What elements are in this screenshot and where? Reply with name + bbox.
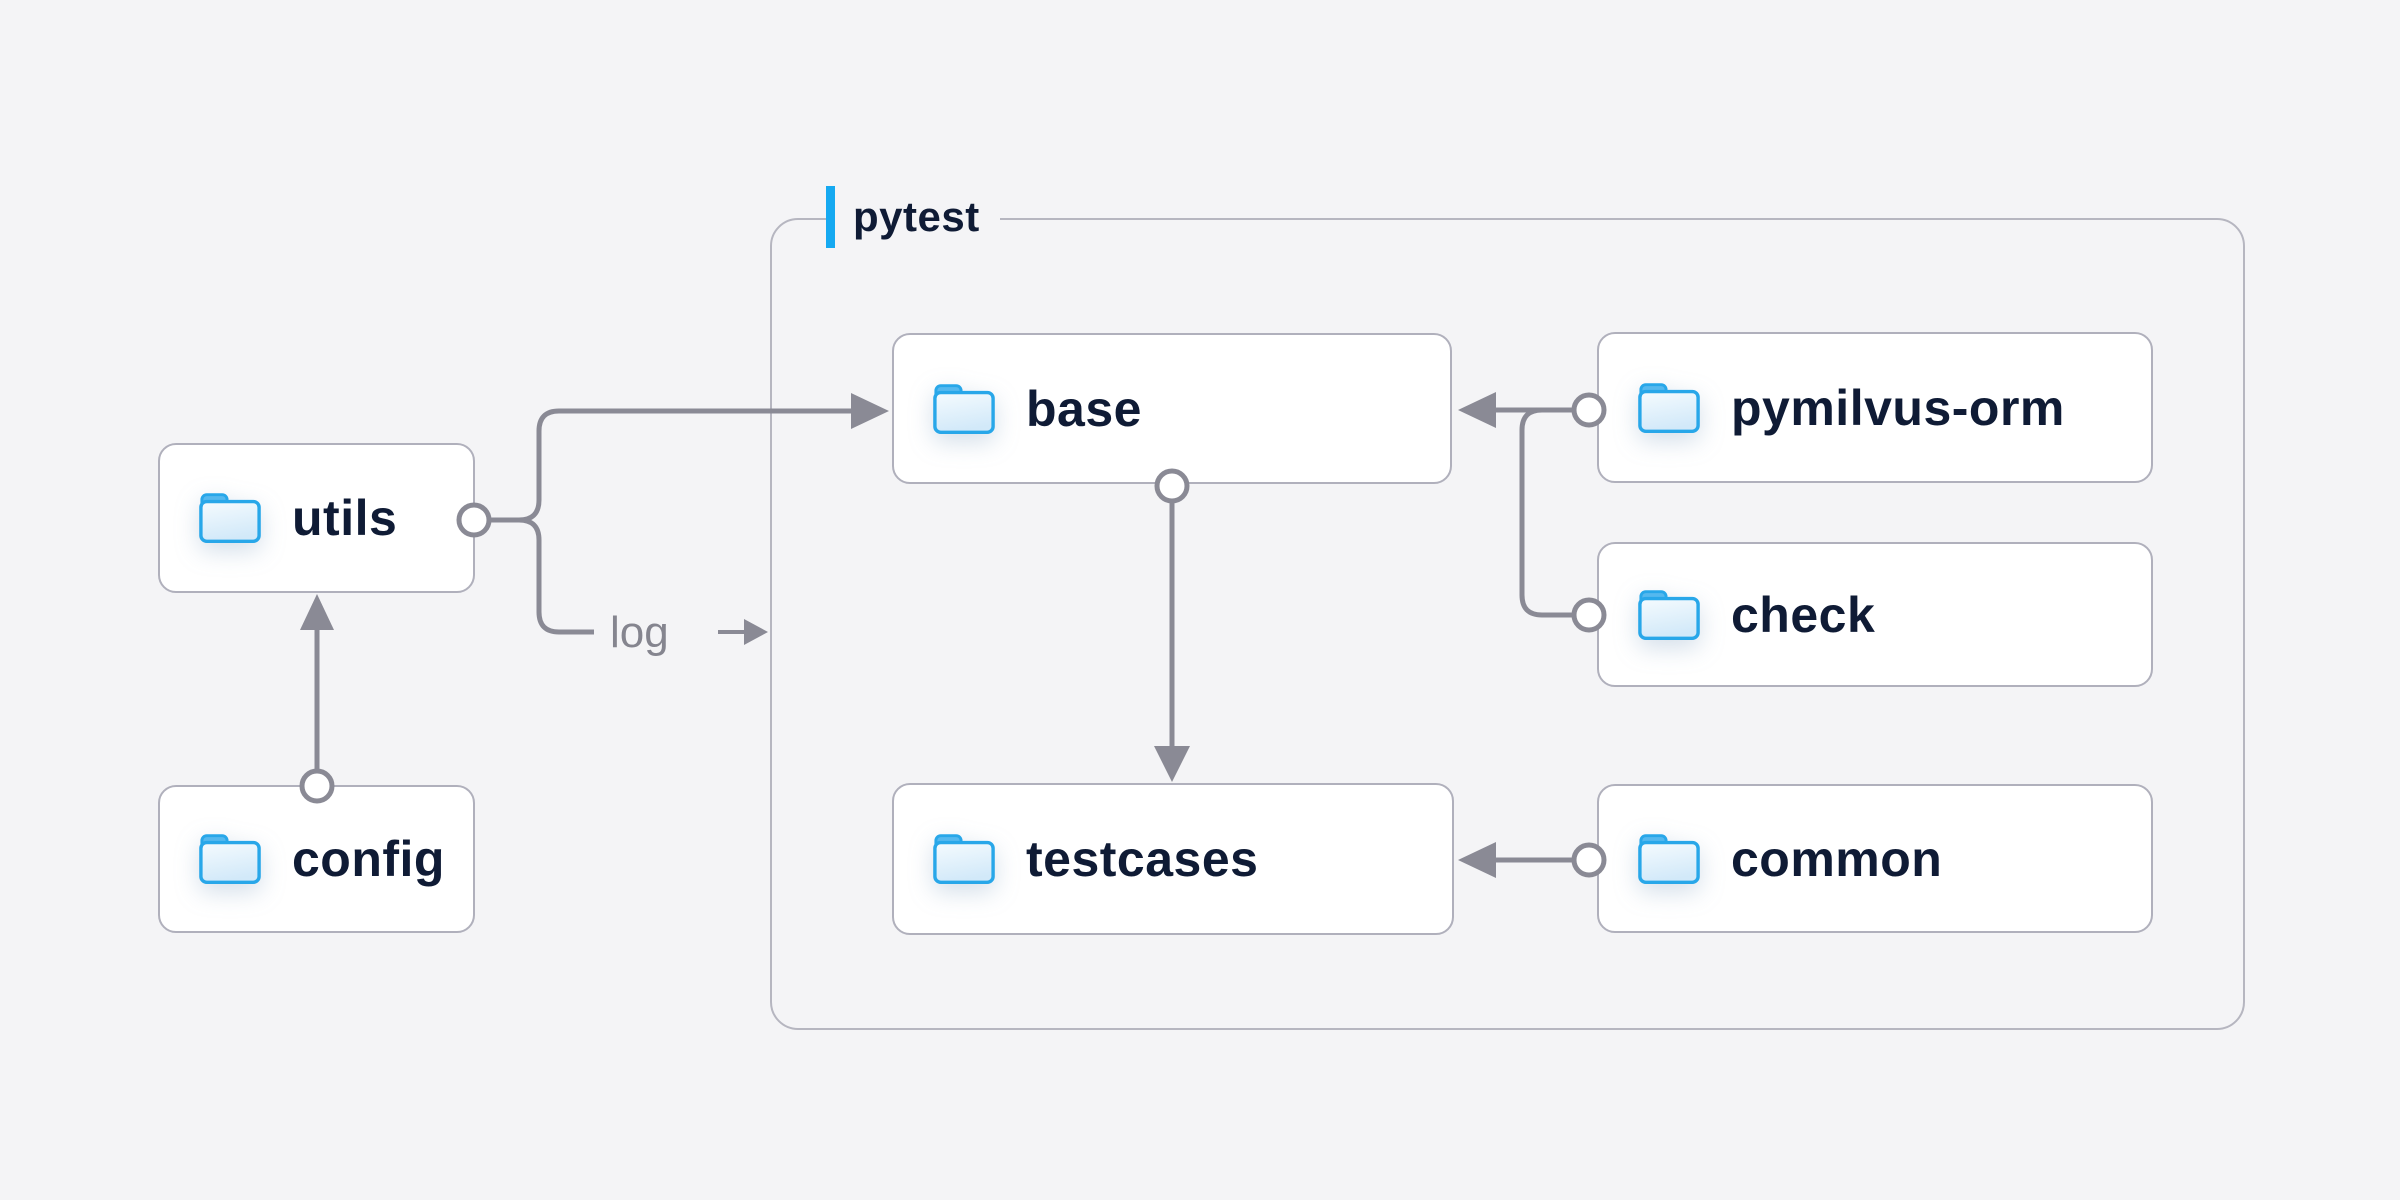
folder-icon [199,834,261,884]
folder-icon [1638,382,1700,433]
node-label: base [1026,380,1142,437]
folder-icon [199,493,261,543]
pytest-group-title: pytest [853,193,980,240]
pytest-group-label: pytest [826,186,1000,248]
node-label: config [292,831,445,887]
node-config: config [158,785,475,933]
node-base: base [892,333,1452,484]
folder-icon [1638,833,1700,884]
node-check: check [1597,542,2153,687]
log-edge-label: log [610,608,669,657]
arrowhead-log-into-pytest [744,619,768,645]
node-utils: utils [158,443,475,593]
node-label: common [1731,830,1943,887]
node-label: check [1731,586,1876,643]
folder-icon [933,834,995,884]
node-pymilvus-orm: pymilvus-orm [1597,332,2153,483]
accent-bar [826,186,835,248]
pytest-group-container [770,218,2245,1030]
node-label: testcases [1026,831,1259,887]
arrowhead-up-utils [300,594,334,630]
folder-icon [1638,589,1700,640]
node-label: utils [292,490,398,546]
folder-icon [933,383,995,434]
node-testcases: testcases [892,783,1454,935]
edge-utils-log [518,517,594,635]
node-label: pymilvus-orm [1731,379,2065,436]
node-common: common [1597,784,2153,933]
